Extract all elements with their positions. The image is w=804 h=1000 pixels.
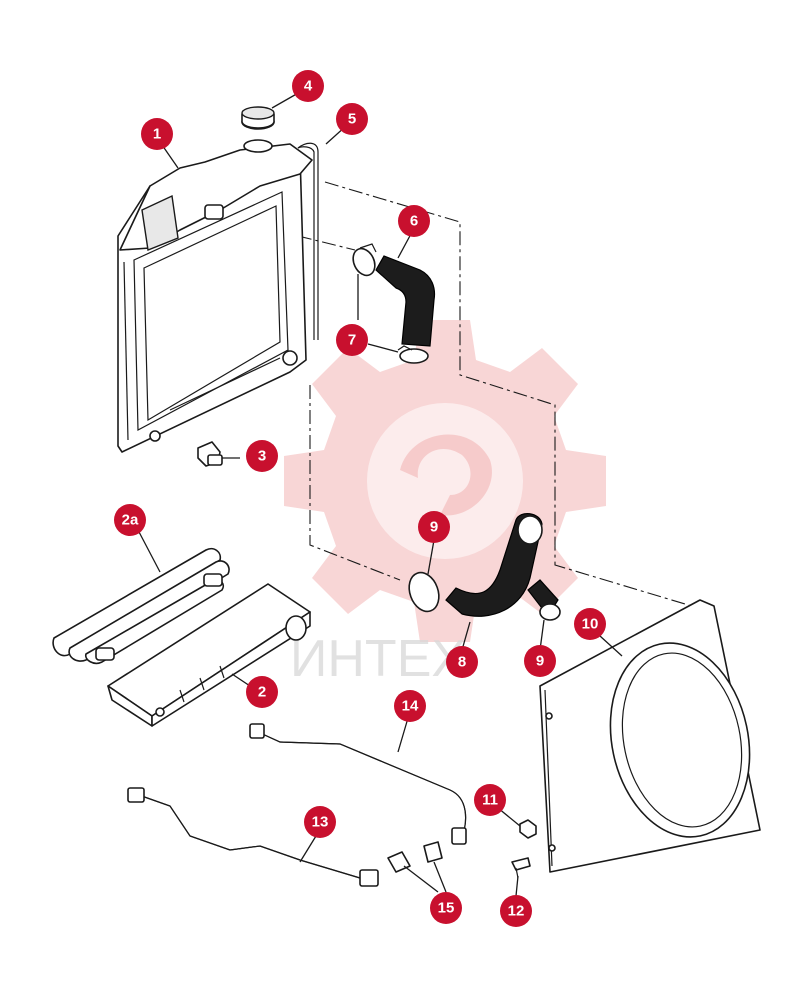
- svg-text:12: 12: [508, 903, 525, 920]
- callout-3: 3: [246, 440, 278, 472]
- callout-9-lower: 9: [524, 645, 556, 677]
- oil-line-unions: [387, 841, 443, 873]
- upper-hose-clamps: [352, 243, 429, 364]
- svg-text:11: 11: [482, 792, 498, 809]
- callout-10: 10: [574, 608, 606, 640]
- drain-tap: [197, 441, 223, 467]
- svg-text:2а: 2а: [122, 512, 139, 529]
- svg-text:10: 10: [582, 616, 599, 633]
- callout-5: 5: [336, 103, 368, 135]
- svg-text:1: 1: [153, 126, 161, 143]
- svg-text:8: 8: [458, 654, 466, 671]
- svg-text:15: 15: [438, 900, 455, 917]
- svg-text:4: 4: [304, 78, 313, 95]
- callout-9-upper: 9: [418, 511, 450, 543]
- radiator: [117, 139, 313, 453]
- oil-cooler-tank: [107, 583, 311, 727]
- shroud-fasteners: [511, 819, 537, 879]
- filler-cap: [241, 106, 275, 130]
- callout-11: 11: [474, 784, 506, 816]
- svg-text:5: 5: [348, 111, 356, 128]
- svg-text:9: 9: [430, 519, 438, 536]
- svg-text:2: 2: [258, 684, 266, 701]
- svg-text:6: 6: [410, 213, 418, 230]
- alignment-lines: [224, 181, 706, 611]
- watermark-logo: [284, 320, 606, 642]
- upper-hose: [375, 255, 436, 347]
- leader-lines: [137, 91, 623, 897]
- svg-text:14: 14: [402, 698, 419, 715]
- fan-shroud: [539, 599, 761, 873]
- callout-13: 13: [304, 806, 336, 838]
- oil-line-lower: [127, 787, 379, 887]
- lower-hose-assembly: [408, 513, 561, 621]
- svg-text:13: 13: [312, 814, 329, 831]
- oil-line-upper: [249, 723, 467, 845]
- callout-14: 14: [394, 690, 426, 722]
- callout-6: 6: [398, 205, 430, 237]
- watermark-text: ИНТЕХ: [290, 630, 466, 688]
- oil-cooler-tubes: [52, 547, 230, 665]
- callout-1: 1: [141, 118, 173, 150]
- callout-2a: 2а: [114, 504, 146, 536]
- svg-text:3: 3: [258, 448, 266, 465]
- callout-4: 4: [292, 70, 324, 102]
- svg-text:9: 9: [536, 653, 544, 670]
- svg-text:7: 7: [348, 332, 356, 349]
- callout-12: 12: [500, 895, 532, 927]
- callout-2: 2: [246, 676, 278, 708]
- callout-15: 15: [430, 892, 462, 924]
- callout-7: 7: [336, 324, 368, 356]
- callout-8: 8: [446, 646, 478, 678]
- overflow-pipe: [297, 142, 319, 340]
